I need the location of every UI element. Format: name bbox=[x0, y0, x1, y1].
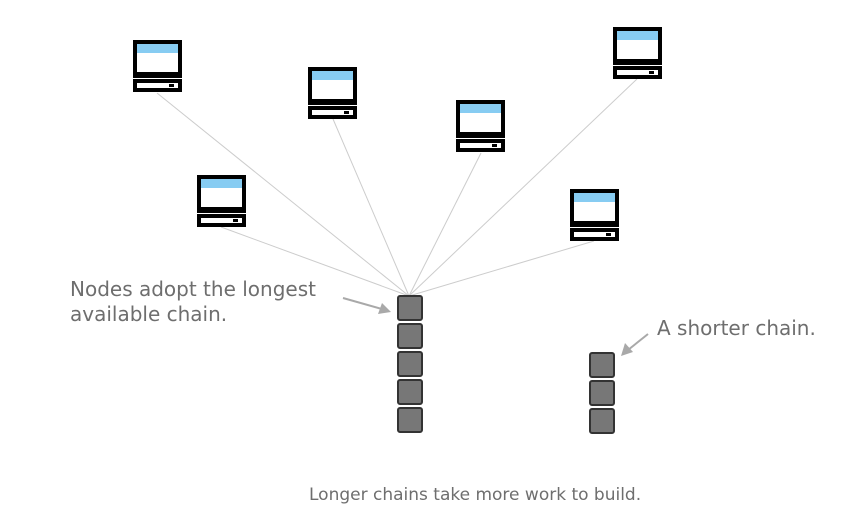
diagram-caption: Longer chains take more work to build. bbox=[309, 485, 641, 505]
block-icon bbox=[589, 380, 615, 406]
computer-icon bbox=[570, 189, 619, 241]
block-icon bbox=[397, 295, 423, 321]
annotation-arrows bbox=[342, 297, 649, 356]
block-icon bbox=[397, 379, 423, 405]
block-icon bbox=[589, 408, 615, 434]
longest-chain-label-line1: Nodes adopt the longest bbox=[70, 277, 316, 301]
longest-chain-label-line2: available chain. bbox=[70, 302, 227, 326]
longest-chain-label: Nodes adopt the longest available chain. bbox=[70, 277, 322, 326]
block-icon bbox=[397, 407, 423, 433]
arrow-icon bbox=[342, 297, 391, 314]
arrow-icon bbox=[621, 333, 649, 356]
computer-icon bbox=[613, 27, 662, 79]
computer-icon bbox=[456, 100, 505, 152]
computer-icon bbox=[197, 175, 246, 227]
node-link bbox=[408, 152, 482, 297]
computer-nodes bbox=[133, 27, 662, 241]
shorter-chain-label: A shorter chain. bbox=[657, 316, 816, 340]
computer-icon bbox=[308, 67, 357, 119]
node-link bbox=[408, 240, 595, 297]
node-link bbox=[408, 78, 638, 297]
node-links bbox=[156, 78, 638, 297]
node-link bbox=[220, 226, 410, 297]
block-icon bbox=[397, 323, 423, 349]
block-icon bbox=[397, 351, 423, 377]
block-icon bbox=[589, 352, 615, 378]
node-link bbox=[332, 118, 410, 297]
computer-icon bbox=[133, 40, 182, 92]
long-chain bbox=[397, 295, 423, 433]
node-link bbox=[156, 92, 410, 297]
short-chain bbox=[589, 352, 615, 434]
